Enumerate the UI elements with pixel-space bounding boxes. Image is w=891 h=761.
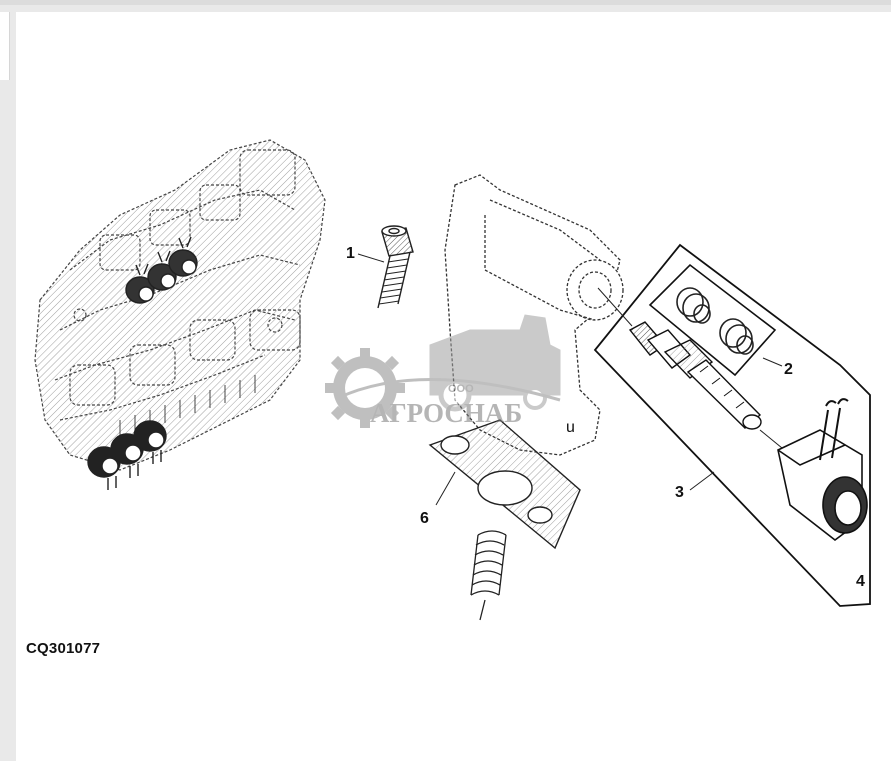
callout-4: 4 [856,573,865,590]
callout-2: 2 [784,361,793,378]
watermark-logo: ООО АГРОСНАБ [325,314,561,428]
leader-cartridge [597,287,633,327]
callout-3: 3 [675,484,684,501]
leader-2 [762,357,783,367]
seal-kit-box [648,263,777,377]
leader-6 [435,471,456,506]
callout-1: 1 [346,245,355,262]
watermark-prefix: ООО [448,383,474,395]
leader-1 [357,253,385,263]
leader-3 [689,471,715,491]
spring [470,530,507,621]
left-tab [0,12,10,80]
callout-6: 6 [420,510,429,527]
cartridge-valve [628,321,762,430]
cap-screw [377,225,414,309]
callout-u: u [566,419,575,436]
top-strip [0,0,891,5]
kit-box [593,243,871,607]
seal-rings [676,287,754,355]
solenoid-coil [777,398,868,542]
figure-id: CQ301077 [26,640,101,657]
watermark-name: АГРОСНАБ [370,398,522,428]
upper-solenoid-group [125,236,198,304]
gasket [428,419,581,550]
right-gutter [866,12,891,761]
lower-solenoid-group [87,420,167,490]
leader-coil [759,429,783,449]
valve-block-assembly [34,139,326,471]
